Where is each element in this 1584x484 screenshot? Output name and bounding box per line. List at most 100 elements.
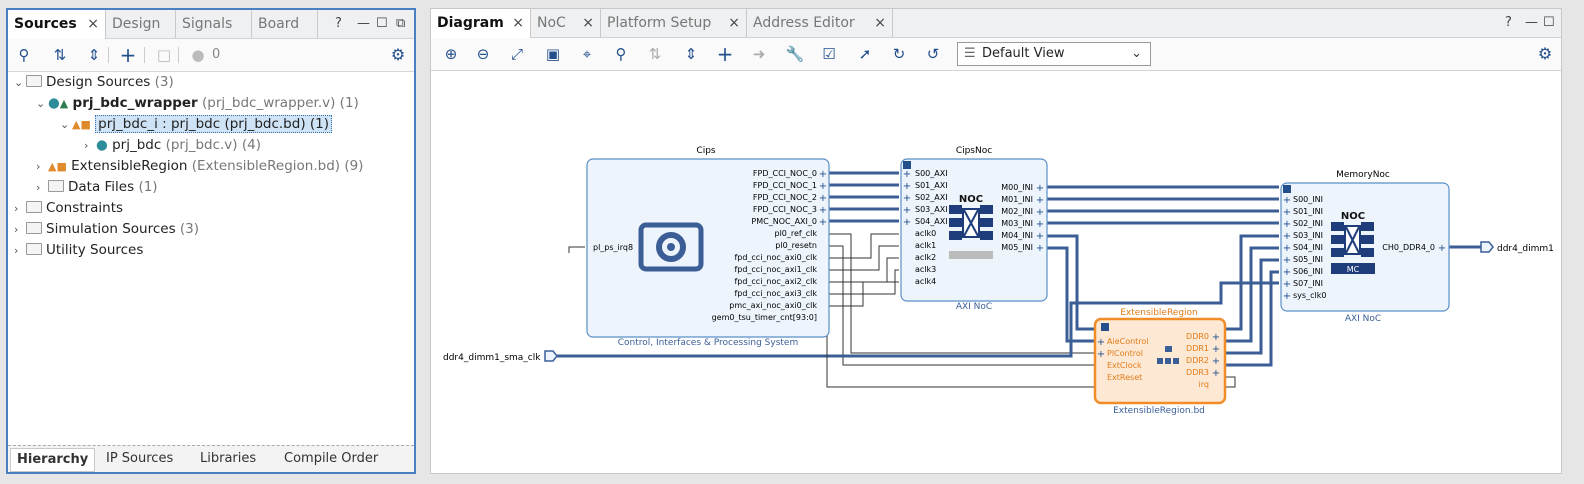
close-icon[interactable]: × [728,15,740,31]
chevron-right-icon[interactable]: › [36,181,41,194]
chevron-down-icon[interactable]: ⌄ [14,76,24,89]
expand-all-icon[interactable]: ⇕ [87,46,101,64]
tree-item-design-sources[interactable]: ⌄Design Sources (3) [14,72,174,92]
tab-hierarchy[interactable]: Hierarchy [10,448,96,472]
refresh-icon[interactable]: ↻ [892,45,906,63]
external-port-ddr[interactable]: ddr4_dimm1 [1480,241,1554,254]
memorynoc-subtitle: AXI NoC [1345,314,1381,324]
gear-icon[interactable]: ⚙ [1537,44,1553,63]
chevron-down-icon[interactable]: ⌄ [36,97,46,110]
minimize-icon[interactable]: — [1525,15,1538,30]
center-icon[interactable]: ⌖ [582,45,592,63]
memorynoc-port-in: S03_INI [1293,231,1323,240]
zoom-fit-icon[interactable]: ⤢ [510,45,523,63]
wrench-icon[interactable]: 🔧 [785,45,805,63]
memorynoc-block[interactable]: MemoryNoc NOC MC S00_INI+S01_INI+S02_INI… [1280,170,1450,324]
close-icon[interactable]: × [512,15,524,31]
external-port-ddr-label: ddr4_dimm1 [1497,244,1554,254]
ext-port-out: DDR2 [1186,356,1209,365]
maximize-icon[interactable]: ☐ [376,16,388,31]
cipsnoc-port-in: S03_AXI [915,205,948,214]
cipsnoc-port-out: M00_INI [1001,183,1033,192]
chevron-down-icon[interactable]: ⌄ [1131,46,1142,61]
tab-libraries[interactable]: Libraries [200,451,257,466]
module-dot-icon: ● [48,95,60,111]
cipsnoc-subtitle: AXI NoC [956,302,992,312]
memorynoc-port-in: S07_INI [1293,279,1323,288]
cipsnoc-port-in: S00_AXI [915,169,948,178]
maximize-icon[interactable]: ☐ [1543,15,1555,30]
chevron-right-icon[interactable]: › [14,202,19,215]
close-icon[interactable]: × [874,15,886,31]
cipsnoc-port-in: aclk3 [915,265,936,274]
memorynoc-port-in: S00_INI [1293,195,1323,204]
memorynoc-ports: S00_INI+S01_INI+S02_INI+S03_INI+S04_INI+… [1283,195,1446,302]
chevron-down-icon[interactable]: ⌄ [60,118,70,131]
help-icon[interactable]: ? [335,16,342,31]
properties-icon[interactable]: □ [156,46,172,64]
close-icon[interactable]: × [87,16,99,32]
memorynoc-port-in: S05_INI [1293,255,1323,264]
cips-block[interactable]: Cips pl_ps_irq8 FPD_CCI_NOC_0+FPD_CCI_NO… [586,146,830,348]
chevron-right-icon[interactable]: › [84,139,89,152]
collapse-all-icon[interactable]: ⇅ [53,46,67,64]
add-icon[interactable]: + [119,43,137,67]
tab-platform-setup[interactable]: Platform Setup× [601,9,747,37]
search-icon[interactable]: ⚲ [18,46,30,64]
zoom-selection-icon[interactable]: ▣ [545,45,561,63]
folder-icon [26,201,42,213]
cipsnoc-noc-label: NOC [959,194,983,205]
collapse-icon[interactable]: ⇅ [648,45,662,63]
cips-port: pl0_resetn [775,241,817,250]
cips-port: gem0_tsu_timer_cnt[93:0] [712,313,817,322]
tab-compile-order[interactable]: Compile Order [284,451,379,466]
tree-item-data-files[interactable]: ›Data Files (1) [36,177,158,197]
view-select[interactable]: ☰ Default View ⌄ [957,42,1151,66]
gear-icon[interactable]: ⚙ [390,45,406,64]
zoom-in-icon[interactable]: ⊕ [444,45,458,63]
status-dot-icon: ● [191,46,205,64]
tree-item-extensible-region[interactable]: ›▲■ ExtensibleRegion (ExtensibleRegion.b… [36,156,363,176]
tab-ip-sources[interactable]: IP Sources [106,451,174,466]
tab-diagram[interactable]: Diagram× [431,9,531,38]
tab-noc[interactable]: NoC× [531,9,601,37]
extensible-region-block[interactable]: ExtensibleRegion AieControl+PlControl+Ex… [1093,308,1227,416]
port-plus-icon: + [1283,231,1291,242]
status-count: 0 [212,47,221,62]
block-diagram-canvas[interactable]: Cips pl_ps_irq8 FPD_CCI_NOC_0+FPD_CCI_NO… [431,71,1561,473]
external-port-clk[interactable]: ddr4_dimm1_sma_clk [443,350,558,363]
validate-icon[interactable]: ☑ [822,45,836,63]
chevron-right-icon[interactable]: › [14,223,19,236]
tree-item-wrapper[interactable]: ⌄●▲ prj_bdc_wrapper (prj_bdc_wrapper.v) … [36,93,359,113]
expand-icon[interactable]: ⇕ [684,45,698,63]
chevron-right-icon[interactable]: › [14,244,19,257]
regenerate-layout-icon[interactable]: ↺ [926,45,940,63]
chevron-right-icon[interactable]: › [36,160,41,173]
close-icon[interactable]: × [582,15,594,31]
tree-item-prj-bdc[interactable]: ›● prj_bdc (prj_bdc.v) (4) [84,135,261,155]
tree-item-utility-sources[interactable]: ›Utility Sources [14,240,143,260]
cipsnoc-block[interactable]: CipsNoc NOC S00_AXI+S01_AXI+S02_AXI+S03_… [900,146,1048,312]
search-icon[interactable]: ⚲ [615,45,627,63]
memorynoc-title: MemoryNoc [1336,170,1390,180]
layout-icon: ☰ [964,46,976,61]
minimize-icon[interactable]: — [357,16,370,31]
ext-title: ExtensibleRegion [1120,308,1198,318]
tab-design[interactable]: Design [106,10,176,38]
cipsnoc-ports: S00_AXI+S01_AXI+S02_AXI+S03_AXI+S04_AXI+… [903,169,1044,286]
pin-icon[interactable]: ➚ [858,45,872,63]
ext-port-in: PlControl [1107,349,1143,358]
tab-sources[interactable]: Sources× [8,10,106,39]
tab-board[interactable]: Board [252,10,318,38]
restore-icon[interactable]: ⧉ [396,16,406,31]
tab-signals[interactable]: Signals [176,10,252,38]
tree-item-simulation-sources[interactable]: ›Simulation Sources (3) [14,219,199,239]
add-ip-icon[interactable]: + [716,42,734,66]
memorynoc-mc-label: MC [1347,265,1360,274]
zoom-out-icon[interactable]: ⊖ [476,45,490,63]
tree-item-constraints[interactable]: ›Constraints [14,198,123,218]
connect-icon[interactable]: ➜ [752,45,766,63]
help-icon[interactable]: ? [1505,15,1512,30]
tree-item-bd-instance[interactable]: ⌄▲■ prj_bdc_i : prj_bdc (prj_bdc.bd) (1) [60,114,333,134]
tab-address-editor[interactable]: Address Editor× [747,9,893,37]
